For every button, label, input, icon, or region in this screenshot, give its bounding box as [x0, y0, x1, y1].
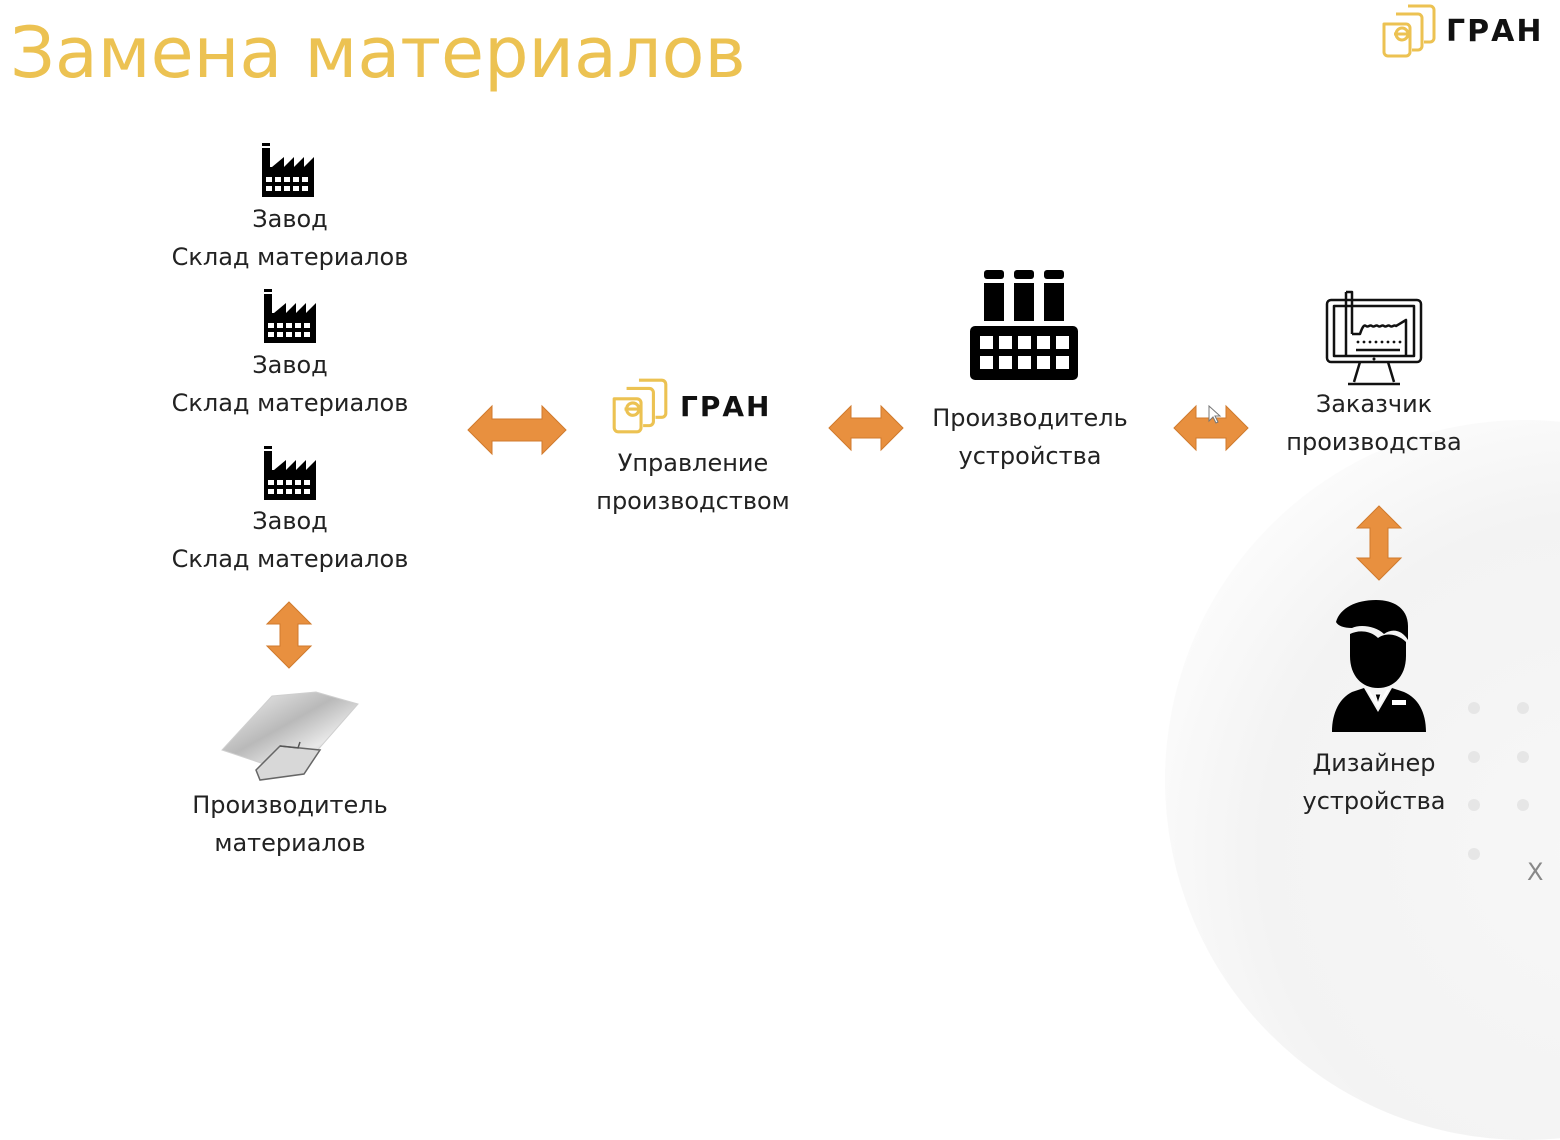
customer-label: Заказчик производства [1224, 385, 1524, 461]
factory-2-subtitle: Склад материалов [171, 389, 409, 417]
bidirectional-horizontal-arrow-icon [1173, 404, 1249, 452]
decorative-dot [1517, 799, 1529, 811]
designer-subtitle: устройства [1302, 787, 1446, 815]
device-maker-label: Производитель устройства [880, 399, 1180, 475]
factory-2-title: Завод [252, 351, 328, 379]
factory-3-title: Завод [252, 507, 328, 535]
decorative-dot [1517, 702, 1529, 714]
bidirectional-horizontal-arrow-icon [828, 404, 904, 452]
bidirectional-horizontal-arrow-icon [467, 404, 567, 456]
gran-management-subtitle: производством [596, 487, 790, 515]
gran-management-brand: ГРАН [680, 389, 772, 423]
slide-title: Замена материалов [10, 12, 746, 94]
material-maker-title: Производитель [192, 791, 388, 819]
device-maker-title: Производитель [932, 404, 1128, 432]
designer-label: Дизайнер устройства [1224, 744, 1524, 820]
factory-3-subtitle: Склад материалов [171, 545, 409, 573]
decorative-dot [1468, 702, 1480, 714]
decorative-dot [1517, 751, 1529, 763]
factory-icon [262, 143, 314, 197]
person-icon [1332, 600, 1426, 732]
decorative-dot [1468, 799, 1480, 811]
factory-1-subtitle: Склад материалов [171, 243, 409, 271]
decorative-dot [1468, 848, 1480, 860]
gran-logo-icon [1382, 4, 1436, 58]
factory-icon [264, 289, 316, 343]
gran-logo-icon [612, 378, 668, 434]
customer-title: Заказчик [1315, 390, 1433, 418]
gran-management-logo: ГРАН [608, 376, 771, 436]
gran-management-title: Управление [617, 449, 769, 477]
gran-management-label: Управление производством [543, 444, 843, 520]
mouse-cursor-icon [1208, 405, 1222, 424]
brand-name: ГРАН [1446, 13, 1544, 49]
factory-1-label: Завод Склад материалов [140, 200, 440, 276]
material-maker-label: Производитель материалов [140, 786, 440, 862]
monitor-factory-icon [1325, 290, 1423, 386]
industrial-plant-icon [970, 270, 1078, 380]
material-maker-subtitle: материалов [214, 829, 366, 857]
bidirectional-vertical-arrow-icon [265, 601, 313, 669]
brand-logo: ГРАН [1378, 2, 1543, 60]
metal-sheets-icon [221, 691, 359, 781]
designer-title: Дизайнер [1312, 749, 1436, 777]
close-button[interactable]: X [1527, 858, 1544, 886]
factory-icon [264, 446, 316, 500]
factory-3-label: Завод Склад материалов [140, 502, 440, 578]
factory-2-label: Завод Склад материалов [140, 346, 440, 422]
factory-1-title: Завод [252, 205, 328, 233]
decorative-dot [1468, 751, 1480, 763]
customer-subtitle: производства [1286, 428, 1462, 456]
device-maker-subtitle: устройства [958, 442, 1102, 470]
bidirectional-vertical-arrow-icon [1355, 505, 1403, 581]
